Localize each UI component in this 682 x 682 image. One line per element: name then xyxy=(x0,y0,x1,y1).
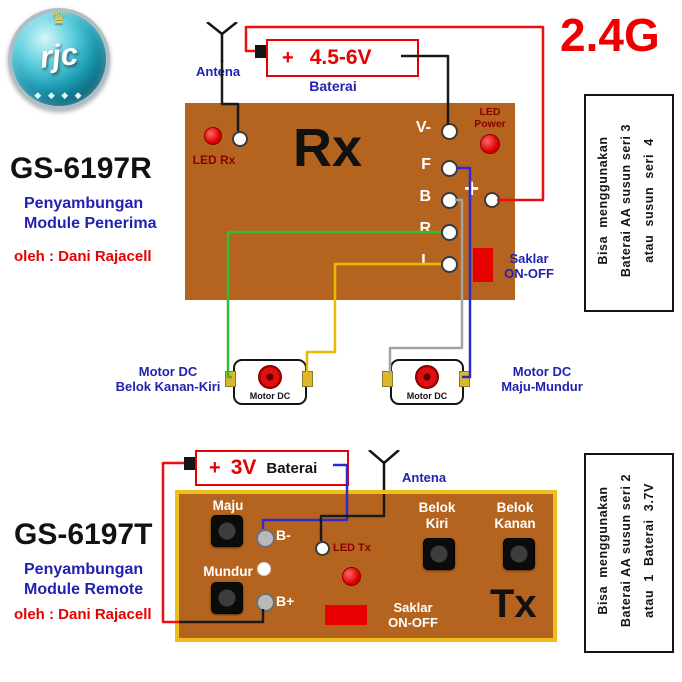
tx-antenna-label: Antena xyxy=(402,470,447,485)
rx-plus-terminal xyxy=(484,192,500,208)
rx-led-power-label-line2: Power xyxy=(474,118,506,130)
tx-terminal-bplus xyxy=(256,593,275,612)
tx-button-belok-kiri xyxy=(423,538,455,570)
rx-switch-label-line2: ON-OFF xyxy=(504,266,554,281)
tx-battery-caption: Baterai xyxy=(266,459,318,477)
tx-power-switch xyxy=(325,605,367,625)
tx-note-line2: Baterai AA susun seri 2 xyxy=(619,473,633,628)
tx-antenna-terminal xyxy=(315,541,330,556)
tx-note-line3: atau 1 Baterai 3.7V xyxy=(642,483,656,618)
tx-switch-label-line2: ON-OFF xyxy=(388,615,438,630)
rx-terminal-r xyxy=(441,224,458,241)
logo-stars-icon: ◆ ◆ ◆ ◆ xyxy=(34,90,84,100)
transmitter-title: GS-6197T xyxy=(14,518,153,551)
tx-battery-terminal-tab xyxy=(184,457,195,470)
tx-button-belok-kanan xyxy=(503,538,535,570)
tx-battery-plus-sign: + xyxy=(209,456,221,479)
tx-terminal-bminus-label: B- xyxy=(276,527,291,543)
tx-terminal-bplus-label: B+ xyxy=(276,593,295,609)
rx-antenna-label: Antena xyxy=(196,64,241,79)
tx-note-box: Bisa menggunakan Baterai AA susun seri 2… xyxy=(584,453,674,653)
rx-antenna-terminal xyxy=(232,131,248,147)
rx-board-label: Rx xyxy=(293,118,363,178)
transmitter-author: oleh : Dani Rajacell xyxy=(14,606,152,623)
rx-power-switch xyxy=(473,248,493,282)
tx-switch-label-line1: Saklar xyxy=(393,600,433,615)
receiver-subtitle-line2: Module Penerima xyxy=(24,215,157,232)
receiver-author: oleh : Dani Rajacell xyxy=(14,248,152,265)
tx-button-kiri-label-line2: Kiri xyxy=(425,516,449,531)
motor-right-shaft-icon xyxy=(415,365,439,389)
receiver-subtitle-line1: Penyambungan xyxy=(24,195,144,212)
tx-center-hole xyxy=(257,562,271,576)
rx-plus-label: + xyxy=(464,173,480,203)
tx-button-mundur-label: Mundur xyxy=(203,564,253,579)
rx-battery-plus-sign: + xyxy=(282,46,294,69)
tx-terminal-bminus xyxy=(256,529,275,548)
rx-led-indicator xyxy=(204,127,222,145)
rx-battery-terminal-tab xyxy=(255,45,266,58)
rx-battery-caption: Baterai xyxy=(309,78,357,94)
motor-right-name: Motor DC xyxy=(406,391,448,401)
rx-led-power-label-line1: LED xyxy=(479,106,501,118)
rx-note-line1: Bisa menggunakan xyxy=(596,136,610,265)
rx-note-box: Bisa menggunakan Baterai AA susun seri 3… xyxy=(584,94,674,312)
tx-antenna-icon xyxy=(368,450,400,494)
tx-button-kanan-label-line2: Kanan xyxy=(494,516,536,531)
tx-board-label: Tx xyxy=(490,582,537,626)
tx-button-kiri-label-line1: Belok xyxy=(418,500,456,515)
motor-right-caption-line2: Maju-Mundur xyxy=(501,379,583,394)
crown-icon: ♛ xyxy=(51,9,67,28)
rx-terminal-f xyxy=(441,160,458,177)
rx-battery-box: + 4.5-6V xyxy=(266,39,419,77)
rx-note-line2: Baterai AA susun seri 3 xyxy=(619,123,633,278)
motor-left-shaft-icon xyxy=(258,365,282,389)
rx-battery-voltage: 4.5-6V xyxy=(309,46,372,69)
rx-board: LED Rx Rx V- F B R L LED Power + xyxy=(185,103,515,300)
transmitter-subtitle-line1: Penyambungan xyxy=(24,561,144,578)
tx-note-line1: Bisa menggunakan xyxy=(596,486,610,615)
frequency-badge: 2.4G xyxy=(560,9,660,61)
tx-board: Maju Mundur B- B+ LED Tx Belok Kiri xyxy=(175,490,557,642)
motor-left-tab-b xyxy=(302,371,313,387)
rx-led-power-indicator xyxy=(480,134,500,154)
motor-left-tab-a xyxy=(225,371,236,387)
motor-right-tab-b xyxy=(459,371,470,387)
tx-button-kanan-label-line1: Belok xyxy=(496,500,534,515)
motor-right: Motor DC xyxy=(390,359,464,405)
motor-left-caption-line1: Motor DC xyxy=(138,364,198,379)
tx-led-label: LED Tx xyxy=(333,542,371,554)
brand-logo: ♛ rjc ◆ ◆ ◆ ◆ xyxy=(8,8,110,110)
rx-terminal-label-r: R xyxy=(419,220,431,237)
motor-right-tab-a xyxy=(382,371,393,387)
rx-terminal-label-l: L xyxy=(421,252,431,269)
motor-left: Motor DC xyxy=(233,359,307,405)
rx-led-label: LED Rx xyxy=(192,153,236,167)
tx-battery-box: + 3V Baterai xyxy=(195,450,349,486)
tx-button-maju-label: Maju xyxy=(212,498,244,513)
rx-terminal-b xyxy=(441,192,458,209)
tx-led-indicator xyxy=(342,567,361,586)
rx-terminal-label-vminus: V- xyxy=(415,119,431,136)
rx-terminal-l xyxy=(441,256,458,273)
receiver-title: GS-6197R xyxy=(10,152,152,185)
tx-battery-voltage: 3V xyxy=(230,456,257,479)
logo-text: rjc xyxy=(38,36,80,75)
rx-terminal-vminus xyxy=(441,123,458,140)
motor-left-name: Motor DC xyxy=(249,391,291,401)
rx-terminal-label-f: F xyxy=(421,156,431,173)
motor-left-caption-line2: Belok Kanan-Kiri xyxy=(115,379,221,394)
rx-note-line3: atau susun seri 4 xyxy=(642,138,656,263)
tx-button-mundur xyxy=(211,582,243,614)
motor-right-caption-line1: Motor DC xyxy=(512,364,572,379)
rx-terminal-label-b: B xyxy=(419,188,431,205)
transmitter-subtitle-line2: Module Remote xyxy=(24,581,144,598)
rx-switch-label-line1: Saklar xyxy=(509,251,549,266)
rx-antenna-icon xyxy=(206,22,238,62)
tx-button-maju xyxy=(211,515,243,547)
